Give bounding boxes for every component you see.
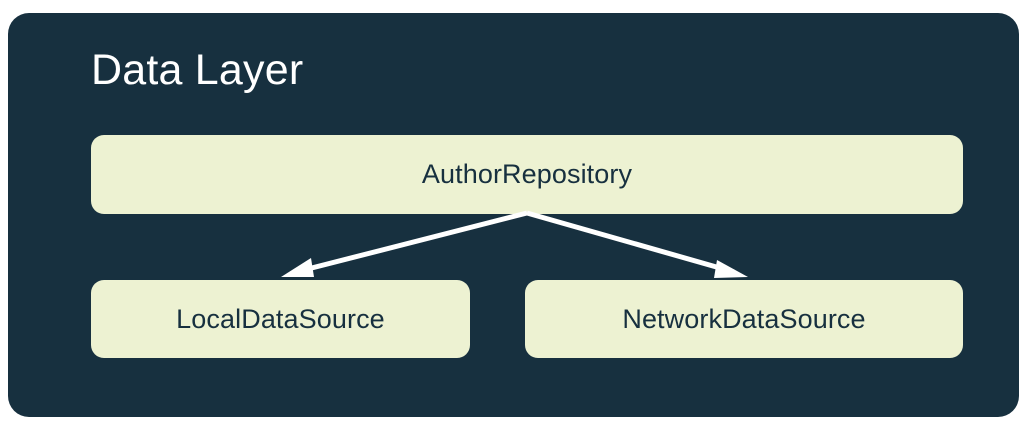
node-author-repository-label: AuthorRepository: [421, 159, 633, 189]
node-network-data-source[interactable]: NetworkDataSource: [525, 280, 963, 358]
node-local-data-source[interactable]: LocalDataSource: [91, 280, 470, 358]
node-author-repository[interactable]: AuthorRepository: [91, 135, 963, 214]
node-network-data-source-label: NetworkDataSource: [622, 303, 866, 334]
page-title: Data Layer: [91, 46, 304, 94]
node-local-data-source-label: LocalDataSource: [176, 303, 385, 334]
